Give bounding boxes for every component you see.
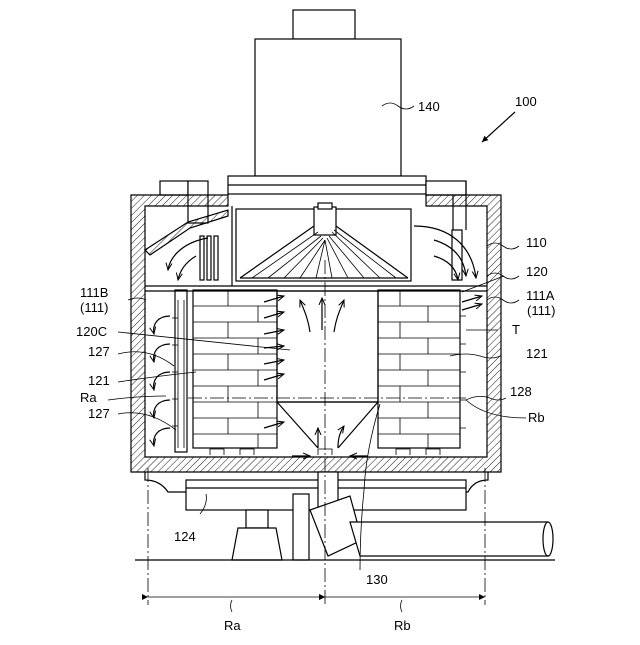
label-127-top: 127 <box>88 344 110 359</box>
dimension-line <box>148 597 485 612</box>
label-T: T <box>512 322 520 337</box>
label-Ra-side: Ra <box>80 390 97 405</box>
label-121-right: 121 <box>526 346 548 361</box>
label-120C: 120C <box>76 324 107 339</box>
label-100: 100 <box>515 94 537 109</box>
label-110: 110 <box>526 235 547 250</box>
left-stack-127 <box>172 290 187 452</box>
label-140: 140 <box>418 99 440 114</box>
label-Rb-dim: Rb <box>394 618 411 633</box>
label-124: 124 <box>174 529 196 544</box>
label-111A-sub: (111) <box>527 303 555 318</box>
label-111B-sub: (111) <box>80 300 108 315</box>
label-127-bottom: 127 <box>88 406 110 421</box>
plates-left-121 <box>193 290 277 448</box>
label-128: 128 <box>510 384 532 399</box>
motor-140 <box>228 10 426 194</box>
label-111B: 111B <box>80 285 108 300</box>
label-Ra-dim: Ra <box>224 618 241 633</box>
label-121-left: 121 <box>88 373 110 388</box>
label-130: 130 <box>366 572 388 587</box>
plates-right-121 <box>378 290 466 448</box>
label-120: 120 <box>526 264 548 279</box>
label-111A: 111A <box>526 288 555 303</box>
center-channel <box>277 291 378 448</box>
label-Rb-side: Rb <box>528 410 545 425</box>
